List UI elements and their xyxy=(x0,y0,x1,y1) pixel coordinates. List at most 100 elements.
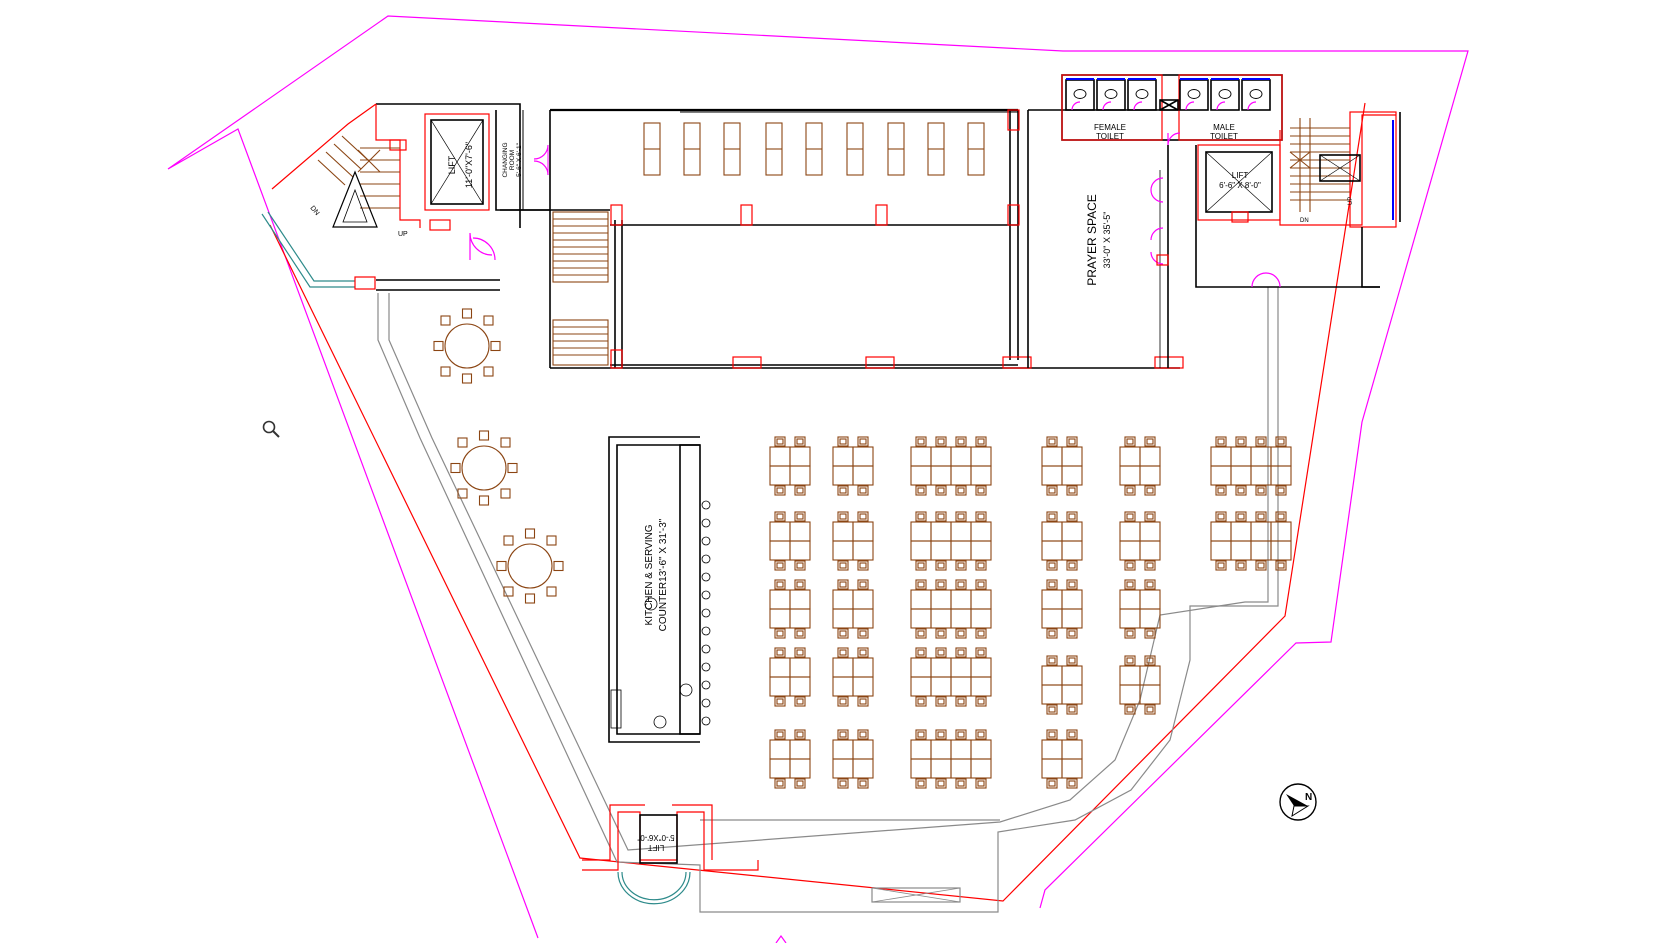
dining-table-cluster xyxy=(1210,511,1292,571)
dining-chair xyxy=(794,696,806,707)
dining-chair-seat xyxy=(1068,630,1076,637)
dining-table xyxy=(950,465,972,486)
dining-chair xyxy=(857,696,869,707)
dining-table xyxy=(1061,465,1083,486)
dining-chair xyxy=(794,628,806,639)
dining-table xyxy=(1270,540,1292,561)
dining-chair-seat xyxy=(917,513,925,520)
dining-chair xyxy=(857,436,869,447)
dining-table xyxy=(769,657,791,678)
dining-table xyxy=(910,676,932,697)
dining-chair xyxy=(935,560,947,571)
dining-chair-seat xyxy=(937,562,945,569)
dining-chair xyxy=(774,628,786,639)
dining-chair-seat xyxy=(776,581,784,588)
dining-chair-seat xyxy=(917,698,925,705)
dining-table xyxy=(1119,521,1141,542)
dining-chair-seat xyxy=(957,698,965,705)
dining-table-cluster xyxy=(832,579,874,639)
dining-chair xyxy=(935,628,947,639)
dining-chair xyxy=(794,511,806,522)
dining-table xyxy=(970,676,992,697)
dining-table-cluster xyxy=(1041,579,1083,639)
dining-chair xyxy=(1144,628,1156,639)
dining-chair xyxy=(857,485,869,496)
dining-chair-seat xyxy=(776,513,784,520)
dining-table xyxy=(930,676,952,697)
dining-chair-seat xyxy=(937,731,945,738)
dining-table xyxy=(852,589,874,610)
dining-chair xyxy=(837,560,849,571)
dining-chair-seat xyxy=(1277,513,1285,520)
dining-table xyxy=(970,739,992,760)
dining-chair xyxy=(1066,628,1078,639)
dining-table xyxy=(950,758,972,779)
dining-table xyxy=(1139,446,1161,467)
dining-chair xyxy=(837,436,849,447)
dining-chair-seat xyxy=(1068,562,1076,569)
dining-chair xyxy=(935,436,947,447)
dining-table xyxy=(970,608,992,629)
dining-chair-seat xyxy=(796,649,804,656)
dining-chair xyxy=(794,560,806,571)
dining-chair-seat xyxy=(1277,487,1285,494)
dining-chair-seat xyxy=(1048,562,1056,569)
dining-chair-seat xyxy=(776,698,784,705)
dn-label-left: DN xyxy=(308,205,320,217)
dining-table xyxy=(950,446,972,467)
dining-chair-seat xyxy=(937,780,945,787)
dining-table xyxy=(1119,465,1141,486)
dining-chair-seat xyxy=(839,581,847,588)
dining-chair xyxy=(837,778,849,789)
dn-label-right: DN xyxy=(1300,218,1309,224)
dining-table xyxy=(832,521,854,542)
dining-chair-seat xyxy=(1146,657,1154,664)
dining-table xyxy=(930,739,952,760)
dining-chair-seat xyxy=(977,630,985,637)
dining-table xyxy=(852,521,874,542)
dining-chair xyxy=(774,778,786,789)
magnifier-icon[interactable] xyxy=(262,420,280,438)
dining-chair xyxy=(774,579,786,590)
dining-chair xyxy=(935,729,947,740)
dining-chair xyxy=(1124,655,1136,666)
dining-chair xyxy=(1124,579,1136,590)
dining-chair-seat xyxy=(796,487,804,494)
dining-table xyxy=(852,657,874,678)
dining-chair-seat xyxy=(937,630,945,637)
dining-table xyxy=(910,739,932,760)
dining-table-cluster xyxy=(769,729,811,789)
dining-table xyxy=(852,739,874,760)
kitchen-serving-counter: KITCHEN & SERVING COUNTER13'-6" X 31'-3" xyxy=(608,436,711,743)
dining-chair-seat xyxy=(1237,562,1245,569)
dining-table xyxy=(769,465,791,486)
dining-chair-seat xyxy=(796,698,804,705)
dining-chair xyxy=(857,579,869,590)
dining-chair-seat xyxy=(839,698,847,705)
dining-chair-seat xyxy=(1146,630,1154,637)
dining-chair-seat xyxy=(1126,513,1134,520)
dining-chair-seat xyxy=(917,649,925,656)
changing-rooms: CHANGING ROOM 5'-6" X 6'-1" xyxy=(495,110,551,211)
dining-table xyxy=(832,608,854,629)
dining-table xyxy=(1041,684,1063,705)
dining-chair xyxy=(1066,729,1078,740)
prayer-space: PRAYER SPACE 33'-0" X 35'-5" xyxy=(1027,109,1180,368)
dining-table-cluster xyxy=(1041,511,1083,571)
dining-chair-seat xyxy=(957,780,965,787)
dining-table-cluster xyxy=(1119,579,1161,639)
dining-chair xyxy=(1046,729,1058,740)
up-label: UP xyxy=(398,231,408,238)
dining-chair-seat xyxy=(839,630,847,637)
dining-chair-seat xyxy=(796,630,804,637)
dining-chair-seat xyxy=(937,438,945,445)
round-table-1 xyxy=(433,308,501,384)
dining-chair xyxy=(1046,511,1058,522)
dining-table xyxy=(832,446,854,467)
dining-chair xyxy=(774,696,786,707)
dining-chair-seat xyxy=(1217,562,1225,569)
dining-table xyxy=(950,589,972,610)
dining-chair xyxy=(935,511,947,522)
dining-table xyxy=(1270,465,1292,486)
dining-table xyxy=(1119,608,1141,629)
